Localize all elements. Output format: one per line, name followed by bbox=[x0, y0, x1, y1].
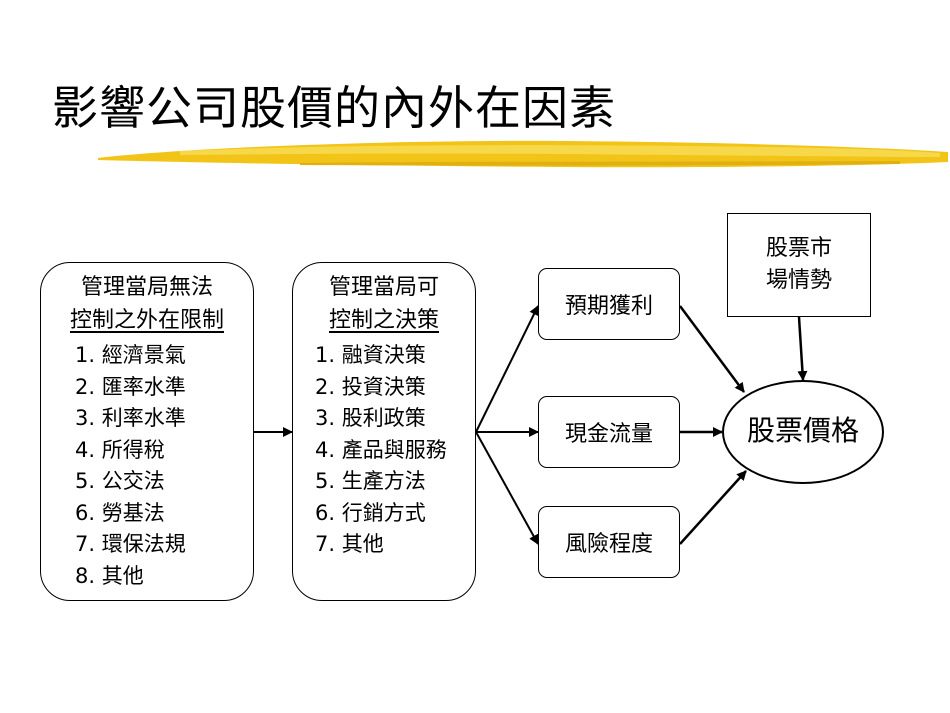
external-factor-item: 3. 利率水準 bbox=[75, 406, 186, 430]
external-factor-item: 1. 經濟景氣 bbox=[75, 343, 186, 367]
internal-heading-line1: 管理當局可 bbox=[328, 275, 439, 300]
internal-decisions-list: 1. 融資決策 2. 投資決策 3. 股利政策 4. 產品與服務 5. 生產方法… bbox=[293, 340, 475, 561]
external-heading-line1: 管理當局無法 bbox=[80, 275, 213, 300]
internal-decision-item: 3. 股利政策 bbox=[315, 406, 426, 430]
internal-decision-item: 5. 生產方法 bbox=[315, 469, 426, 493]
market-conditions-box: 股票市 場情勢 bbox=[727, 213, 871, 317]
arrow-earnings-to-price bbox=[678, 305, 746, 393]
internal-decision-item: 4. 產品與服務 bbox=[315, 437, 447, 462]
internal-decision-item: 6. 行銷方式 bbox=[315, 500, 426, 525]
internal-decision-item: 2. 投資決策 bbox=[315, 374, 426, 399]
internal-decision-item: 1. 融資決策 bbox=[315, 343, 426, 367]
expected-earnings-label: 預期獲利 bbox=[564, 294, 653, 319]
external-heading-line2: 控制之外在限制 bbox=[69, 308, 224, 333]
arrow-internal-to-earnings bbox=[475, 305, 539, 433]
market-line2: 場情勢 bbox=[765, 268, 832, 293]
risk-level-label: 風險程度 bbox=[564, 532, 653, 557]
external-factor-item: 5. 公交法 bbox=[75, 469, 165, 493]
internal-decision-item: 7. 其他 bbox=[315, 532, 384, 556]
arrow-risk-to-price bbox=[679, 470, 747, 545]
external-factors-list: 1. 經濟景氣 2. 匯率水準 3. 利率水準 4. 所得稅 5. 公交法 6.… bbox=[41, 340, 253, 592]
external-factor-item: 8. 其他 bbox=[75, 563, 144, 588]
cash-flow-box: 現金流量 bbox=[538, 396, 680, 468]
market-line1: 股票市 bbox=[765, 236, 832, 261]
external-factor-item: 7. 環保法規 bbox=[75, 532, 186, 556]
external-factors-box: 管理當局無法 控制之外在限制 1. 經濟景氣 2. 匯率水準 3. 利率水準 4… bbox=[40, 262, 254, 601]
internal-heading-line2: 控制之決策 bbox=[328, 308, 439, 333]
arrow-internal-to-risk bbox=[475, 431, 539, 545]
arrow-market-to-price bbox=[797, 316, 808, 381]
external-factor-item: 2. 匯率水準 bbox=[75, 374, 186, 399]
brush-stroke-shadow bbox=[300, 161, 900, 166]
stock-price-label: 股票價格 bbox=[746, 414, 859, 447]
stock-price-ellipse: 股票價格 bbox=[722, 380, 884, 484]
risk-level-box: 風險程度 bbox=[538, 506, 680, 578]
slide-title: 影響公司股價的內外在因素 bbox=[52, 81, 616, 135]
brush-stroke-highlight bbox=[180, 145, 940, 157]
cash-flow-label: 現金流量 bbox=[564, 422, 653, 447]
expected-earnings-box: 預期獲利 bbox=[538, 268, 680, 340]
external-factor-item: 6. 勞基法 bbox=[75, 500, 165, 525]
internal-decisions-box: 管理當局可 控制之決策 1. 融資決策 2. 投資決策 3. 股利政策 4. 產… bbox=[292, 262, 476, 601]
external-factor-item: 4. 所得稅 bbox=[75, 437, 165, 462]
